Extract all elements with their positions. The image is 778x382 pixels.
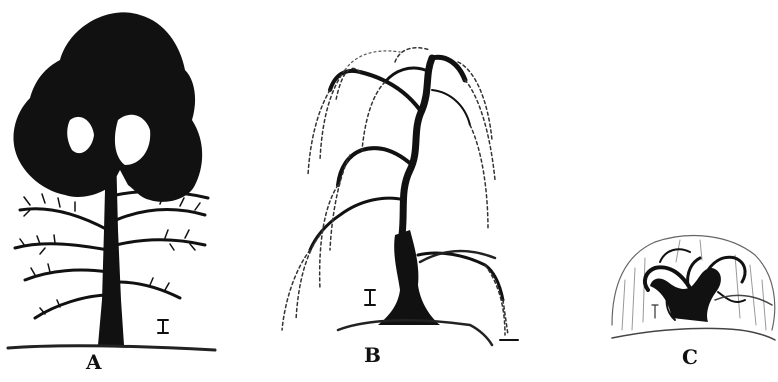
tree-b-branch [385,68,425,82]
tree-a-ground [8,346,215,350]
panel-label-b: B [364,343,381,367]
tree-c-ground [612,328,775,340]
tree-a-branch [20,209,108,230]
tree-b-trunk [378,230,440,325]
tree-b-branch [418,253,503,300]
tree-a-branch [25,270,108,280]
tree-b-leader [402,58,432,235]
tree-a-branch [118,282,180,298]
tree-b-scale-bar [365,290,375,305]
tree-c-trunk [650,268,721,322]
tree-a-scale-bar [158,320,168,333]
tree-b-branch [432,90,470,125]
tree-a-branch [116,240,205,245]
tree-a-branch [15,244,108,250]
tree-b-branch [338,148,412,185]
tree-c-scale-bar [652,305,658,318]
tree-a-branch [116,210,205,220]
panel-label-c: C [682,345,698,369]
tree-b-canopy-outline [345,51,400,70]
tree-a [8,12,215,350]
tree-b-weeping-twigs [282,48,508,335]
panel-label-a: A [86,350,102,374]
tree-c [612,236,775,340]
tree-a-branch [35,295,110,318]
tree-b [282,48,518,345]
tree-c-branch [660,249,690,262]
tree-b-leader-top [432,57,465,80]
